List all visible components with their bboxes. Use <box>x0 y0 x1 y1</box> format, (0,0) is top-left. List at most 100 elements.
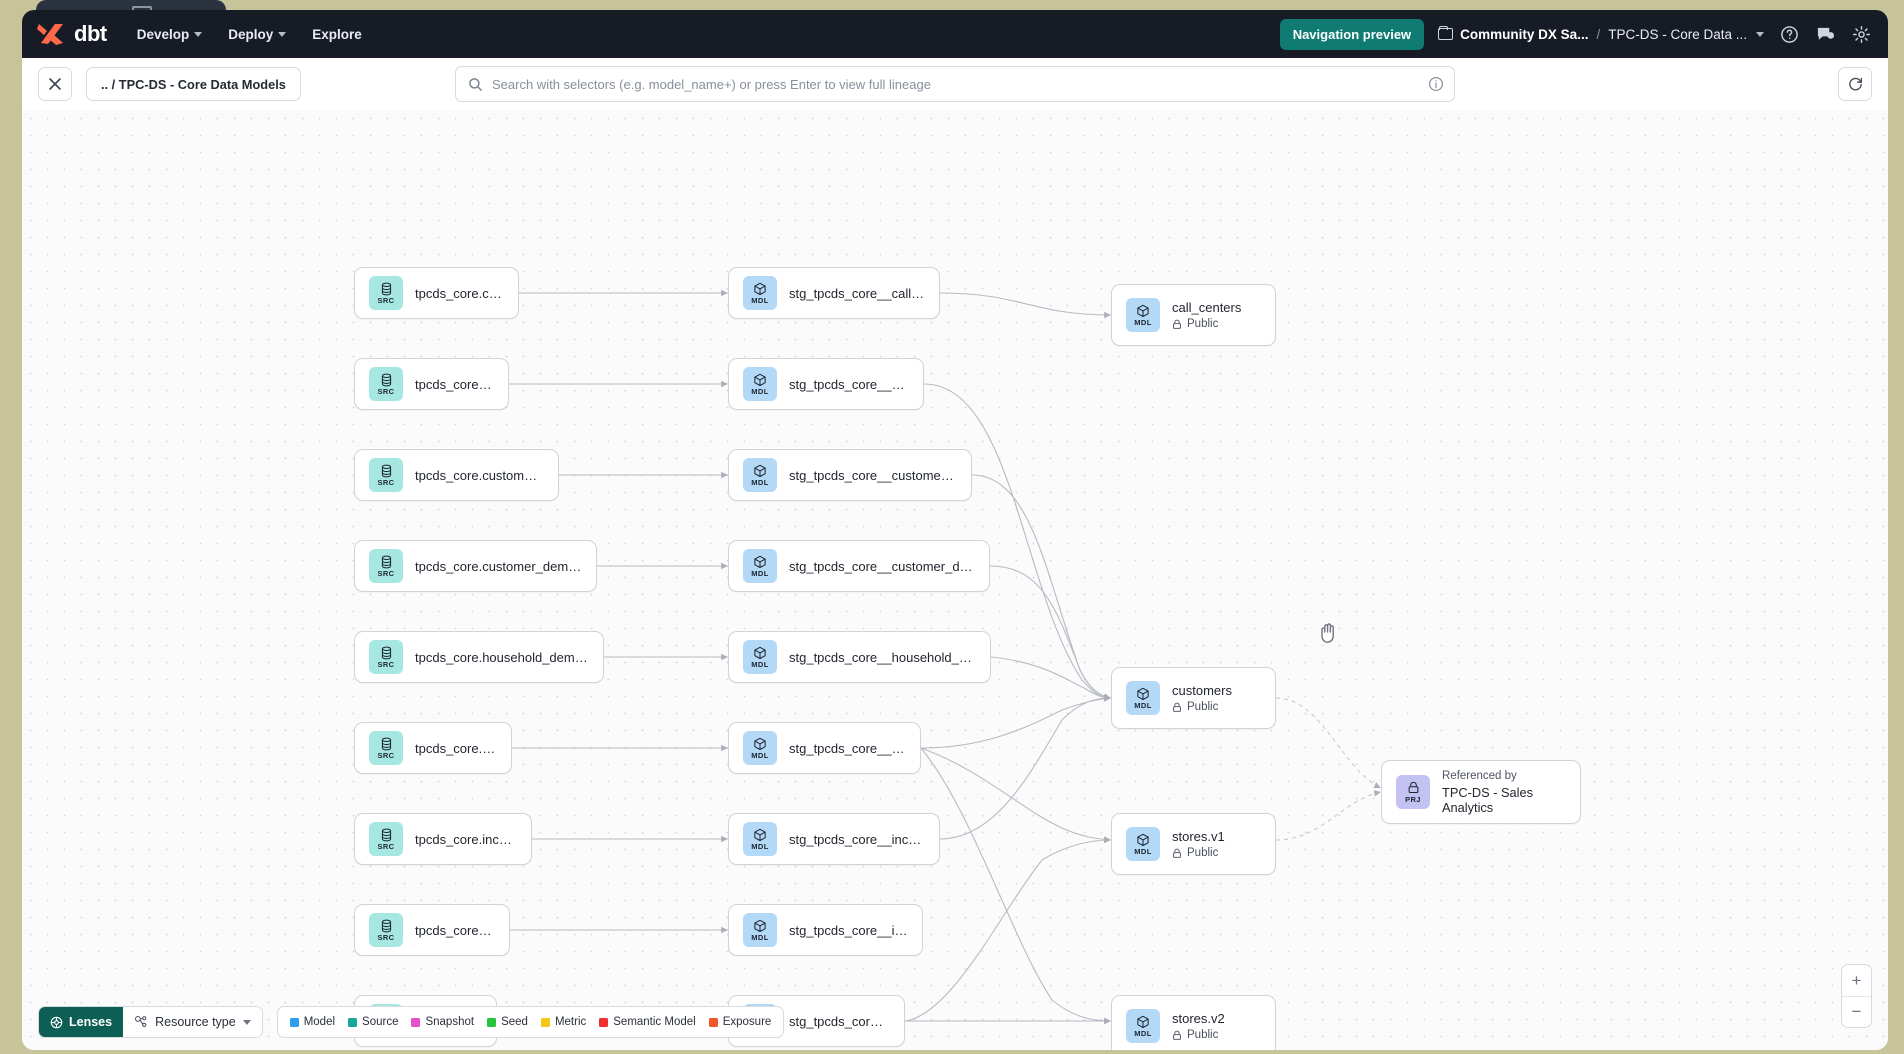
resource-type-dropdown[interactable]: Resource type <box>123 1007 262 1037</box>
node-body: tpcds_core.date_dim <box>415 741 497 756</box>
app-window: dbt Develop Deploy Explore Navigation pr… <box>22 10 1888 1050</box>
resource-type-legend: Model Source Snapshot Seed Metric Semantic Mo… <box>276 1006 785 1038</box>
lock-icon <box>1172 319 1182 330</box>
resource-type-label: Resource type <box>155 1015 236 1029</box>
legend-item[interactable]: Source <box>348 1016 398 1028</box>
legend-item[interactable]: Seed <box>487 1016 528 1028</box>
nav-item-deploy[interactable]: Deploy <box>228 26 287 42</box>
zoom-out-button[interactable]: − <box>1842 996 1871 1027</box>
badge-label: SRC <box>377 295 395 305</box>
legend-label: Source <box>362 1016 399 1028</box>
node-title: stg_tpcds_core__inventory <box>789 922 908 938</box>
badge-label: SRC <box>377 841 395 851</box>
lineage-canvas[interactable]: SRCtpcds_core.call_centerSRCtpcds_core.c… <box>22 110 1888 1050</box>
badge-label: MDL <box>751 477 769 487</box>
src-badge-icon: SRC <box>369 276 403 310</box>
legend-item[interactable]: Metric <box>540 1016 586 1028</box>
legend-swatch-icon <box>348 1017 358 1027</box>
src-badge-icon: SRC <box>369 367 403 401</box>
lock-icon <box>1172 848 1182 859</box>
breadcrumb-project[interactable]: TPC-DS - Core Data ... <box>1608 27 1764 42</box>
node-body: stg_tpcds_core__store <box>789 1014 890 1029</box>
node-title: stg_tpcds_core__income_band <box>789 831 925 847</box>
lineage-node-mdl-stg-call-center[interactable]: MDL stg_tpcds_core__call_center <box>728 267 940 319</box>
help-circle-icon[interactable] <box>1778 23 1800 45</box>
chat-icon[interactable] <box>1814 23 1836 45</box>
search-input[interactable] <box>492 76 1428 92</box>
breadcrumb-separator: / <box>1596 26 1601 42</box>
badge-label: MDL <box>751 841 769 851</box>
refresh-button[interactable] <box>1838 67 1872 101</box>
legend-item[interactable]: Semantic Model <box>599 1016 696 1028</box>
close-lineage-button[interactable] <box>38 67 72 101</box>
badge-label: MDL <box>751 295 769 305</box>
src-badge-icon: SRC <box>369 822 403 856</box>
node-project-name: TPC-DS - Sales Analytics <box>1442 784 1534 815</box>
header-breadcrumb: Community DX Sa... / TPC-DS - Core Data … <box>1438 25 1764 42</box>
info-icon[interactable] <box>1428 76 1444 92</box>
legend-label: Exposure <box>722 1016 772 1028</box>
nav-item-develop[interactable]: Develop <box>137 27 203 42</box>
legend-swatch-icon <box>599 1017 609 1027</box>
badge-label: MDL <box>751 750 769 760</box>
legend-item[interactable]: Snapshot <box>411 1016 474 1028</box>
lineage-bottom-bar: Lenses Resource type Model Source Snapshot… <box>38 1006 785 1038</box>
badge-label: MDL <box>1134 700 1152 710</box>
breadcrumb-current-view[interactable]: .. / TPC-DS - Core Data Models <box>86 67 301 101</box>
legend-item[interactable]: Model <box>289 1016 335 1028</box>
badge-label: MDL <box>751 932 769 942</box>
legend-item[interactable]: Exposure <box>708 1016 772 1028</box>
lineage-node-mdl-stg-income-band[interactable]: MDL stg_tpcds_core__income_band <box>728 813 940 865</box>
toolbar-right <box>1838 67 1872 101</box>
lineage-node-mdl-stg-inventory[interactable]: MDL stg_tpcds_core__inventory <box>728 904 923 956</box>
lock-icon <box>1172 1030 1182 1041</box>
node-title: stg_tpcds_core__store <box>789 1013 890 1029</box>
lens-icon <box>50 1016 63 1029</box>
node-body: stg_tpcds_core__call_center <box>789 286 925 301</box>
breadcrumb-account[interactable]: Community DX Sa... <box>1438 25 1588 42</box>
brand-logo[interactable]: dbt <box>36 21 107 47</box>
lenses-button[interactable]: Lenses <box>39 1007 124 1037</box>
gear-icon[interactable] <box>1850 23 1872 45</box>
navigation-preview-button[interactable]: Navigation preview <box>1279 18 1425 50</box>
dbt-logo-icon <box>36 21 66 47</box>
mdl-badge-icon: MDL <box>1126 681 1160 715</box>
lock-icon <box>1172 702 1182 713</box>
nav-item-explore-label: Explore <box>312 26 362 42</box>
badge-label: SRC <box>377 659 395 669</box>
lineage-node-mdl-stg-household-demographics[interactable]: MDLstg_tpcds_core__household_demogr... <box>728 631 991 683</box>
node-title: tpcds_core.date_dim <box>415 740 497 756</box>
badge-label: SRC <box>377 477 395 487</box>
folder-icon <box>1438 25 1454 40</box>
nav-item-deploy-label: Deploy <box>228 26 274 42</box>
zoom-in-button[interactable]: + <box>1851 970 1862 990</box>
top-navigation-bar: dbt Develop Deploy Explore Navigation pr… <box>22 10 1888 58</box>
legend-label: Semantic Model <box>613 1016 696 1028</box>
node-access-label: Public <box>1187 318 1219 330</box>
node-title: stores.v2 <box>1172 1011 1225 1026</box>
nav-item-explore[interactable]: Explore <box>312 27 362 42</box>
badge-label: PRJ <box>1405 794 1421 804</box>
chevron-down-icon <box>242 1019 251 1025</box>
lineage-node-mdl-stg-customer-demographics[interactable]: MDLstg_tpcds_core__customer_demogra... <box>728 540 990 592</box>
lineage-search-bar[interactable] <box>455 66 1455 102</box>
search-icon <box>468 77 483 92</box>
